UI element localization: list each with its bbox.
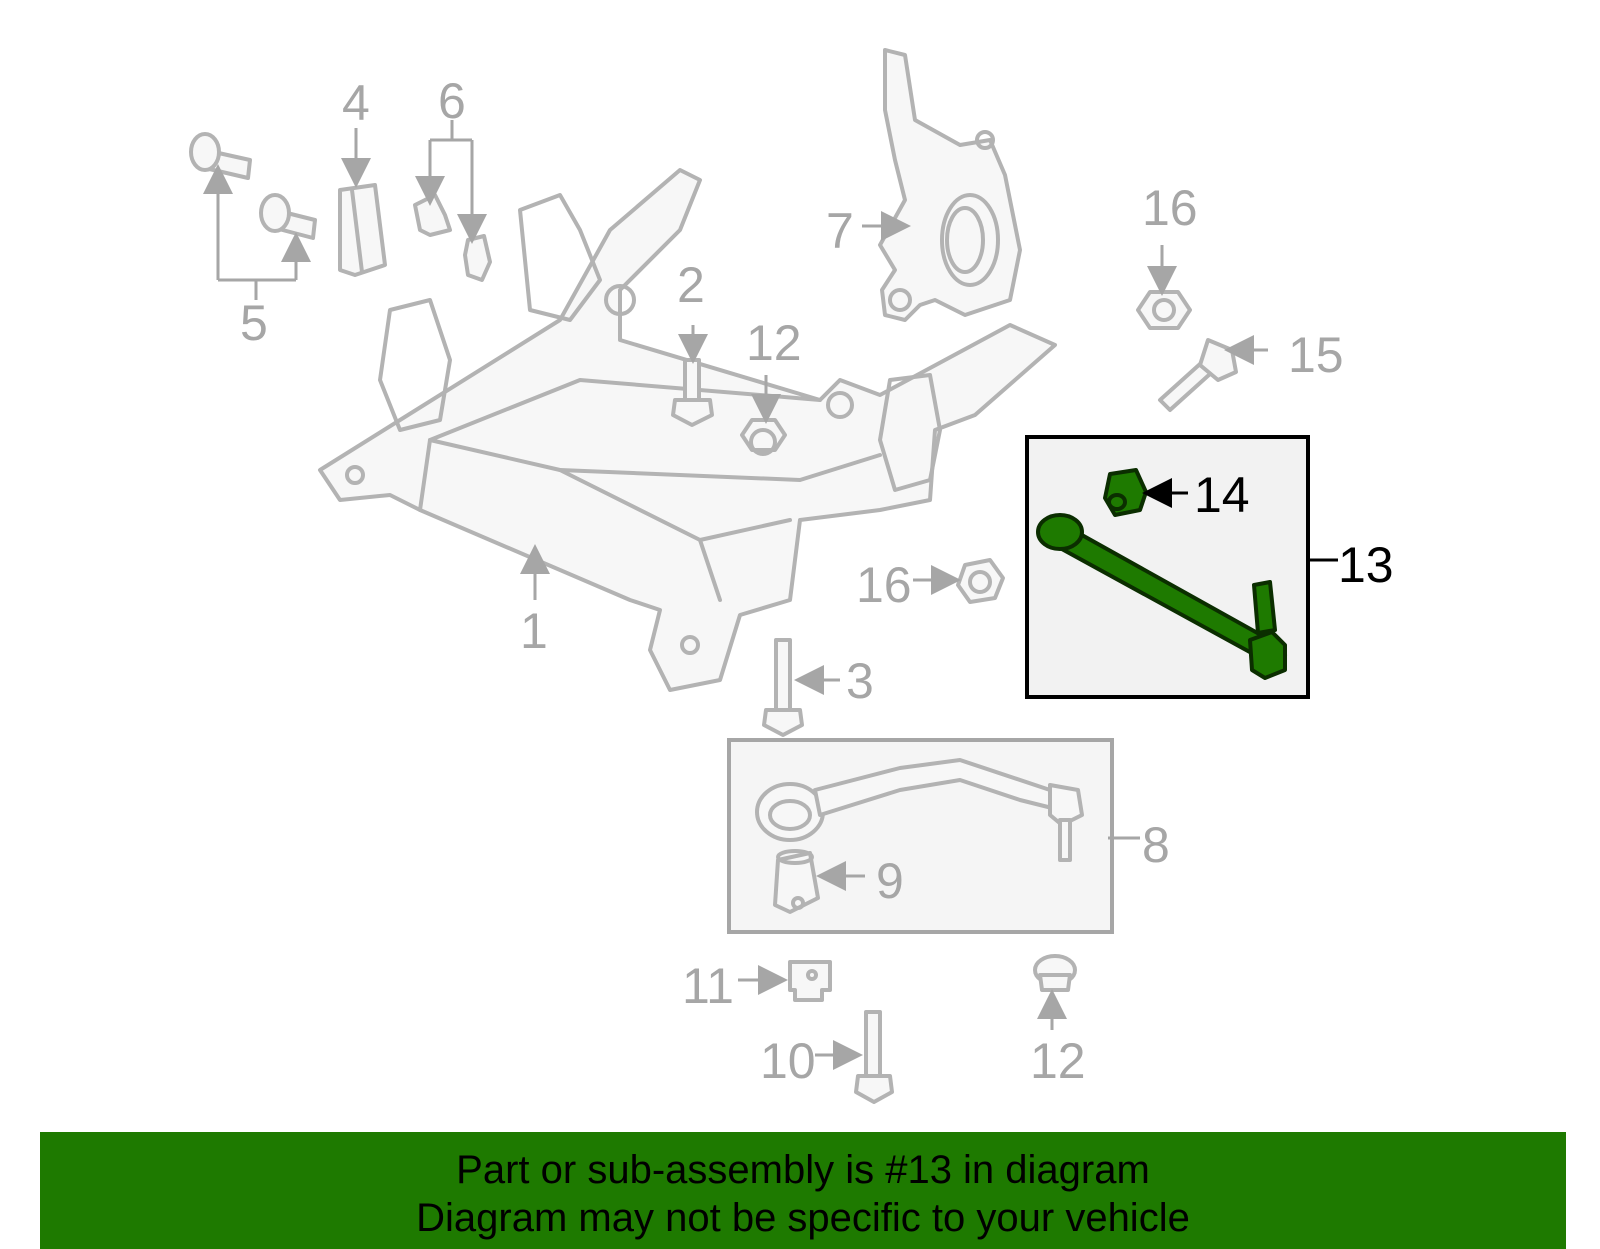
info-banner: Part or sub-assembly is #13 in diagram D…	[40, 1132, 1566, 1249]
callout-15: 15	[1288, 327, 1344, 383]
callout-16-lower: 16	[856, 557, 912, 613]
banner-line-1: Part or sub-assembly is #13 in diagram	[456, 1148, 1150, 1192]
upper-arm-assembly-part-13[interactable]	[1025, 435, 1310, 699]
callout-3: 3	[846, 653, 874, 709]
bushing-part-9[interactable]	[773, 849, 820, 914]
callout-14: 14	[1194, 467, 1250, 523]
bolt-part-15[interactable]	[1158, 338, 1238, 412]
callout-10: 10	[760, 1033, 816, 1089]
callout-16-upper: 16	[1142, 180, 1198, 236]
callout-7: 7	[826, 203, 854, 259]
callout-5: 5	[240, 295, 268, 351]
subframe-part-1[interactable]	[318, 168, 1057, 692]
nut-part-16-upper[interactable]	[1136, 290, 1192, 330]
banner-line-2: Diagram may not be specific to your vehi…	[416, 1196, 1190, 1240]
callout-6: 6	[438, 73, 466, 129]
leader-lines	[203, 120, 1338, 1070]
callout-2: 2	[677, 257, 705, 313]
callout-12-upper: 12	[746, 315, 802, 371]
callout-13: 13	[1338, 537, 1394, 593]
nut-part-12-lower[interactable]	[1033, 954, 1077, 992]
bolt-part-10[interactable]	[854, 1010, 894, 1104]
callout-12-lower: 12	[1030, 1033, 1086, 1089]
nut-part-16-lower[interactable]	[956, 558, 1005, 604]
bushing-part-14[interactable]	[1103, 468, 1148, 517]
callout-11: 11	[682, 958, 734, 1014]
knuckle-part-7[interactable]	[878, 48, 1022, 322]
callout-9: 9	[876, 853, 904, 909]
insulator-part-4[interactable]	[338, 183, 387, 277]
bolts-part-5[interactable]	[189, 132, 317, 240]
callout-1: 1	[520, 603, 548, 659]
callout-8: 8	[1142, 817, 1170, 873]
retainer-part-11[interactable]	[788, 960, 832, 1002]
callout-4: 4	[342, 75, 370, 131]
clips-part-6[interactable]	[413, 193, 492, 282]
bolt-part-3[interactable]	[762, 638, 804, 737]
